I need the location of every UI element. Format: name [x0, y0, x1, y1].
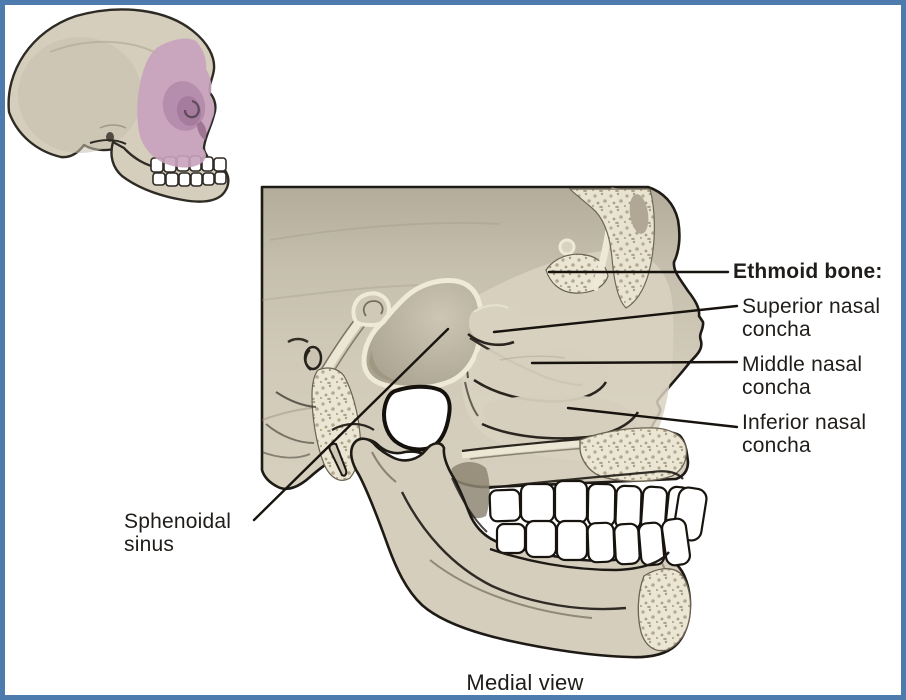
nasopharynx-opening — [382, 384, 452, 452]
label-sphenoidal-sinus: Sphenoidal sinus — [124, 510, 232, 556]
superior-nasal-concha — [469, 303, 522, 344]
leader-inferior-nasal-concha — [566, 406, 739, 429]
inset-skull-thumbnail — [7, 8, 230, 203]
palate-region — [461, 427, 688, 482]
temporal-region-detail — [261, 337, 375, 459]
label-ethmoid-bone: Ethmoid bone: — [733, 260, 883, 283]
sphenoidal-sinus-cavity — [361, 278, 484, 391]
figure-caption: Medial view — [466, 670, 584, 695]
ethmoid-cribriform-region — [545, 187, 655, 309]
label-inferior-nasal-concha: Inferior nasal concha — [742, 411, 867, 457]
leader-middle-nasal-concha — [530, 360, 739, 365]
mandible — [349, 437, 692, 659]
leader-sphenoidal-sinus — [252, 327, 450, 522]
maxilla-spongy-bone — [579, 427, 688, 482]
main-skull-section — [260, 185, 708, 659]
label-superior-nasal-concha: Superior nasal concha — [742, 295, 881, 341]
teeth — [488, 479, 708, 567]
leader-lines — [252, 270, 739, 522]
label-middle-nasal-concha: Middle nasal concha — [742, 353, 863, 399]
chin-spongy-bone — [637, 568, 692, 652]
leader-superior-nasal-concha — [492, 304, 739, 334]
